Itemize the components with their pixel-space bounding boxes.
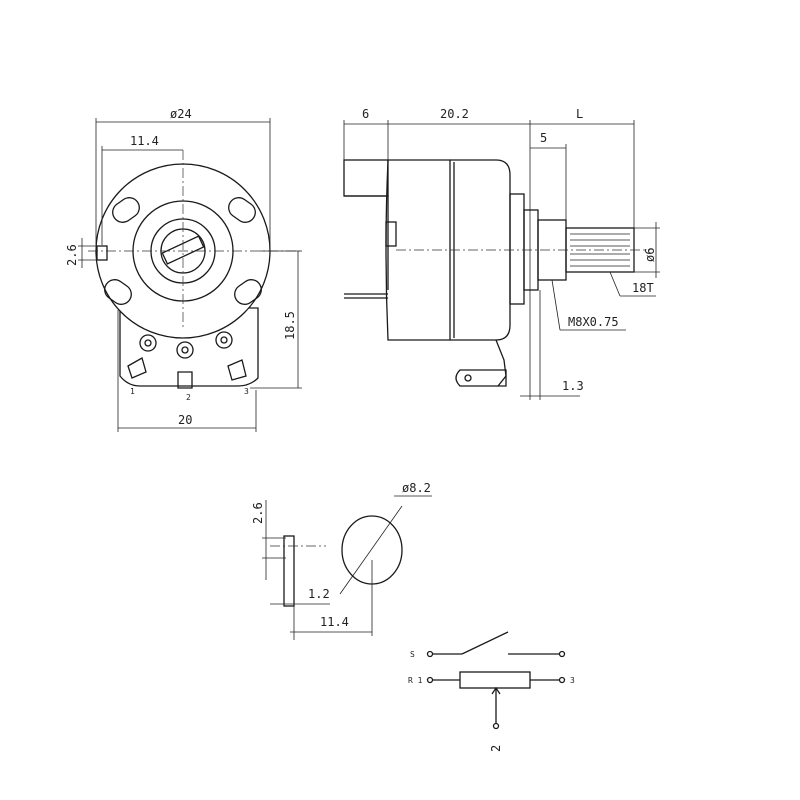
switch-pin-label: S	[410, 650, 415, 659]
pin-label-2: 2	[186, 393, 191, 402]
dim-tab-offset: 11.4	[130, 134, 159, 148]
side-view: 6 20.2 L 5 ø6 18T M8X0.75 1.3	[343, 107, 660, 400]
dim-body-length: 20.2	[440, 107, 469, 121]
dim-shaft-length-L: L	[576, 107, 583, 121]
wiper-pin-label: 2	[489, 745, 503, 752]
dim-washer-diameter: ø8.2	[402, 481, 431, 495]
dim-plate-thickness: 1.3	[562, 379, 584, 393]
resistor-left-pin-label: R 1	[408, 676, 423, 685]
dim-tab-length: 6	[362, 107, 369, 121]
dim-bracket-width: 20	[178, 413, 192, 427]
thread-spec-label: M8X0.75	[568, 315, 619, 329]
dim-washer-offset: 11.4	[320, 615, 349, 629]
dim-washer-thickness: 1.2	[308, 587, 330, 601]
dim-outer-diameter: ø24	[170, 107, 192, 121]
dim-bushing-length: 5	[540, 131, 547, 145]
pin-label-3: 3	[244, 387, 249, 396]
dim-washer-tab: 2.6	[251, 502, 265, 524]
schematic: S R 1 3 2	[408, 631, 575, 752]
front-view: ø24 11.4 2.6 18.5 20 1 2 3	[65, 107, 302, 432]
dim-height: 18.5	[283, 311, 297, 340]
spline-teeth-label: 18T	[632, 281, 654, 295]
dim-tab-height: 2.6	[65, 244, 79, 266]
dim-shaft-diameter: ø6	[643, 248, 657, 262]
pin-label-1: 1	[130, 387, 135, 396]
resistor-right-pin-label: 3	[570, 676, 575, 685]
washer-detail: 2.6 1.2 11.4 ø8.2	[251, 481, 432, 640]
